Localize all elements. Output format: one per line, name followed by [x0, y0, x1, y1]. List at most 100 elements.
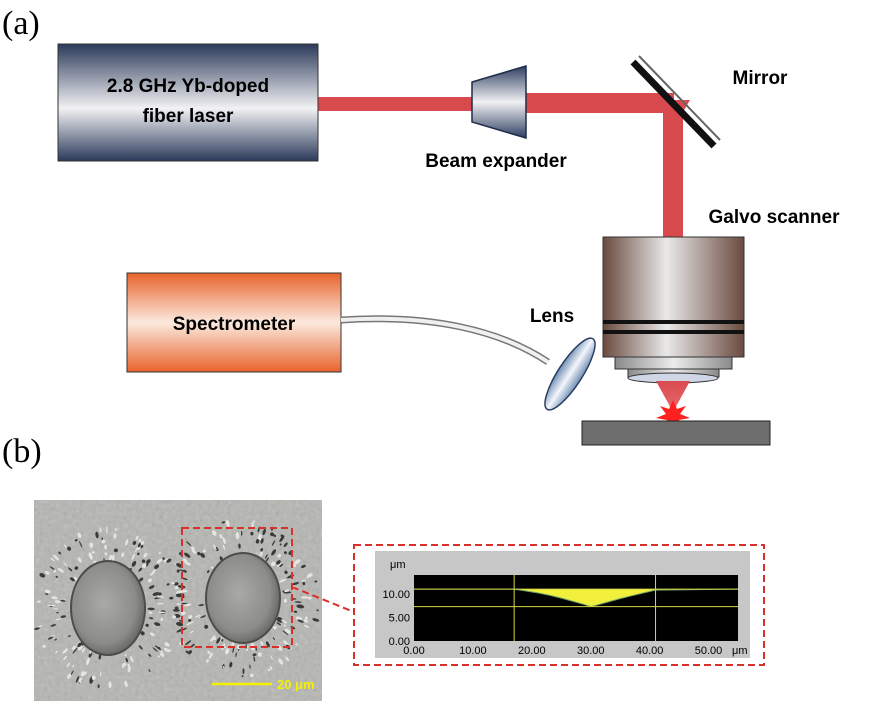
debris-speck: [283, 542, 288, 548]
debris-speck: [156, 602, 164, 605]
debris-speck: [222, 666, 225, 669]
beam-laser-to-expander: [318, 97, 472, 111]
x-tick-label: 40.00: [636, 645, 664, 657]
lens-label: Lens: [530, 306, 574, 327]
ablation-debris: [34, 519, 320, 689]
debris-speck: [160, 617, 163, 622]
debris-speck: [221, 639, 224, 642]
beam-expander-label: Beam expander: [425, 151, 567, 172]
debris-speck: [73, 576, 78, 581]
debris-speck: [131, 560, 137, 567]
debris-speck: [186, 541, 192, 547]
collection-lens: [544, 337, 596, 411]
debris-speck: [58, 551, 62, 555]
debris-speck: [255, 539, 260, 544]
debris-speck: [141, 559, 146, 563]
galvo-scanner-label: Galvo scanner: [709, 207, 841, 228]
debris-speck: [147, 607, 155, 611]
x-tick-label: 10.00: [459, 645, 487, 657]
debris-speck: [44, 589, 51, 594]
debris-speck: [67, 546, 72, 551]
debris-speck: [229, 661, 233, 668]
debris-speck: [207, 650, 211, 655]
debris-speck: [53, 569, 57, 573]
debris-speck: [125, 539, 129, 546]
debris-speck: [182, 558, 187, 563]
debris-speck: [279, 563, 284, 568]
debris-speck: [191, 546, 195, 551]
debris-speck: [222, 545, 226, 550]
debris-speck: [134, 546, 139, 553]
debris-speck: [250, 531, 254, 536]
debris-speck: [262, 528, 266, 536]
scale-bar-label: 20 μm: [277, 677, 315, 692]
debris-speck: [302, 581, 306, 586]
mirror-back: [638, 55, 721, 141]
debris-speck: [163, 558, 169, 563]
debris-speck: [77, 532, 82, 538]
debris-speck: [179, 602, 188, 605]
debris-speck: [271, 540, 276, 547]
debris-speck: [295, 643, 298, 646]
debris-speck: [276, 617, 283, 623]
laser-spark: [656, 400, 690, 427]
debris-speck: [235, 652, 237, 658]
debris-speck: [269, 666, 273, 671]
debris-speck: [161, 596, 164, 599]
debris-speck: [101, 539, 106, 544]
y-tick-label: 0.00: [389, 636, 410, 648]
debris-speck: [257, 652, 262, 657]
debris-speck: [291, 582, 300, 586]
debris-speck: [137, 552, 140, 556]
crater-right: [205, 552, 281, 644]
debris-speck: [249, 664, 251, 669]
x-tick-label: 30.00: [577, 645, 605, 657]
debris-speck: [97, 684, 100, 689]
debris-speck: [113, 533, 117, 539]
debris-speck: [79, 680, 82, 684]
spectrometer-label: Spectrometer: [173, 314, 296, 335]
debris-speck: [140, 631, 145, 636]
debris-speck: [306, 573, 313, 578]
debris-speck: [300, 579, 307, 582]
debris-speck: [185, 650, 189, 654]
focused-beam: [656, 381, 690, 412]
debris-speck: [131, 553, 136, 561]
debris-speck: [270, 655, 273, 660]
debris-speck: [109, 555, 113, 559]
debris-speck: [91, 675, 96, 680]
debris-speck: [272, 626, 277, 630]
debris-speck: [279, 543, 282, 546]
debris-speck: [297, 619, 304, 623]
panel-b-label: (b): [2, 433, 42, 470]
debris-speck: [140, 544, 144, 549]
debris-speck: [53, 608, 59, 610]
debris-speck: [158, 611, 166, 614]
debris-speck: [188, 615, 193, 619]
debris-speck: [260, 538, 264, 544]
debris-speck: [296, 604, 305, 609]
debris-speck: [100, 671, 102, 677]
debris-speck: [198, 604, 205, 607]
debris-speck: [153, 597, 161, 600]
debris-speck: [84, 671, 87, 676]
debris-speck: [174, 582, 179, 586]
debris-speck: [285, 656, 290, 662]
debris-speck: [176, 569, 180, 573]
debris-speck: [54, 600, 61, 604]
debris-speck: [149, 632, 155, 637]
crater-left: [70, 560, 146, 656]
debris-speck: [57, 567, 64, 573]
debris-speck: [212, 530, 217, 536]
debris-speck: [154, 622, 161, 626]
debris-speck: [62, 648, 68, 654]
debris-speck: [49, 566, 55, 570]
debris-speck: [104, 552, 108, 556]
x-unit-label: μm: [732, 645, 748, 657]
debris-speck: [184, 552, 191, 558]
debris-speck: [108, 681, 112, 689]
debris-speck: [48, 604, 56, 607]
debris-speck: [224, 646, 227, 649]
